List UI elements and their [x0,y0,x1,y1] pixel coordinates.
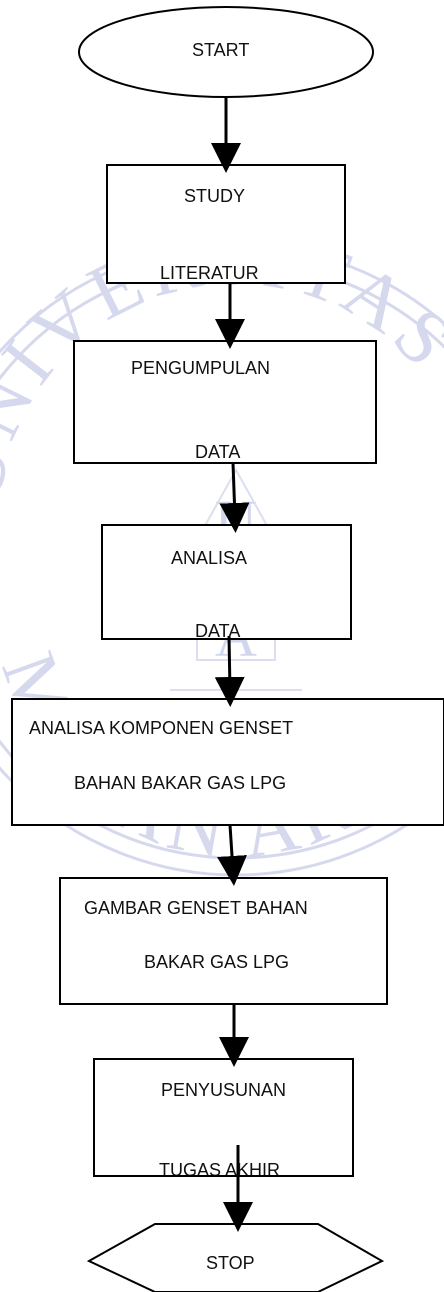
step-2-line-1: PENGUMPULAN [131,358,271,378]
step-6-line-2: TUGAS AKHIR [159,1160,281,1175]
step-1-line-2: LITERATUR [160,263,259,282]
step-4-line-1: ANALISA KOMPONEN GENSET [29,718,294,738]
step-6-line-1: PENYUSUNAN [161,1080,287,1100]
step-2-line-2: DATA [195,442,241,462]
process-box-study-literatur [106,164,346,284]
step-4-line-2: BAHAN BAKAR GAS LPG [74,773,287,793]
step-5-line-1: GAMBAR GENSET BAHAN [84,898,308,918]
step-3-line-2: DATA [195,621,241,638]
process-box-gambar-genset [59,877,388,1005]
stop-terminal [86,1223,385,1292]
arrow-analisa-to-komponen [214,635,245,707]
start-label: START [192,40,250,60]
arrow-pengumpulan-to-analisa [219,462,250,533]
step-5-line-2: BAKAR GAS LPG [144,952,290,972]
process-box-analisa-komponen [11,698,444,826]
step-3-line-1: ANALISA [171,548,248,568]
step-1-line-1: STUDY [184,186,246,206]
stop-label: STOP [206,1253,255,1273]
arrow-komponen-to-gambar [217,824,247,886]
